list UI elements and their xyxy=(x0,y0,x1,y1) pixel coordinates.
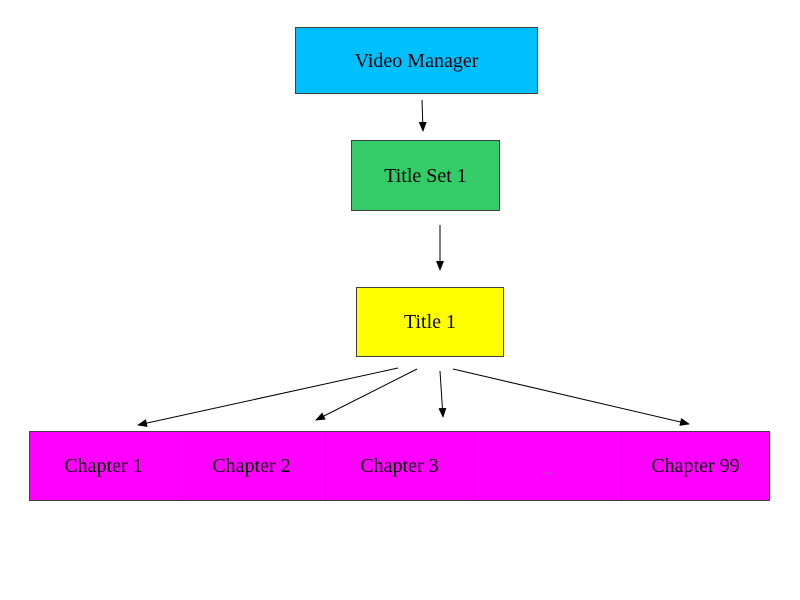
chapter-cell-3: Chapter 3 xyxy=(325,432,473,500)
arrow-title-to-chapter-99 xyxy=(452,368,690,426)
chapter-cell-99: Chapter 99 xyxy=(621,432,769,500)
chapter-ellipsis-cell: ... xyxy=(473,432,621,500)
chapter-label: Chapter 3 xyxy=(360,455,439,477)
chapter-label: Chapter 99 xyxy=(651,455,740,477)
arrow-video-manager-to-title-set xyxy=(418,99,427,132)
title-set-label: Title Set 1 xyxy=(384,164,467,187)
title-node: Title 1 xyxy=(356,287,504,357)
chapter-cell-2: Chapter 2 xyxy=(177,432,325,500)
chapter-label: Chapter 1 xyxy=(64,455,143,477)
arrow-title-to-chapter-1 xyxy=(137,367,399,427)
arrow-title-to-chapter-3 xyxy=(438,370,447,418)
video-manager-node: Video Manager xyxy=(295,27,538,94)
chapter-cell-1: Chapter 1 xyxy=(30,432,177,500)
chapter-row: Chapter 1 Chapter 2 Chapter 3 ... Chapte… xyxy=(29,431,770,501)
arrow-title-to-chapter-2 xyxy=(315,368,418,421)
title-label: Title 1 xyxy=(403,311,457,333)
chapter-label: Chapter 2 xyxy=(212,455,291,477)
video-manager-label: Video Manager xyxy=(354,49,479,72)
title-set-node: Title Set 1 xyxy=(351,140,500,211)
ellipsis-label: ... xyxy=(541,461,554,478)
